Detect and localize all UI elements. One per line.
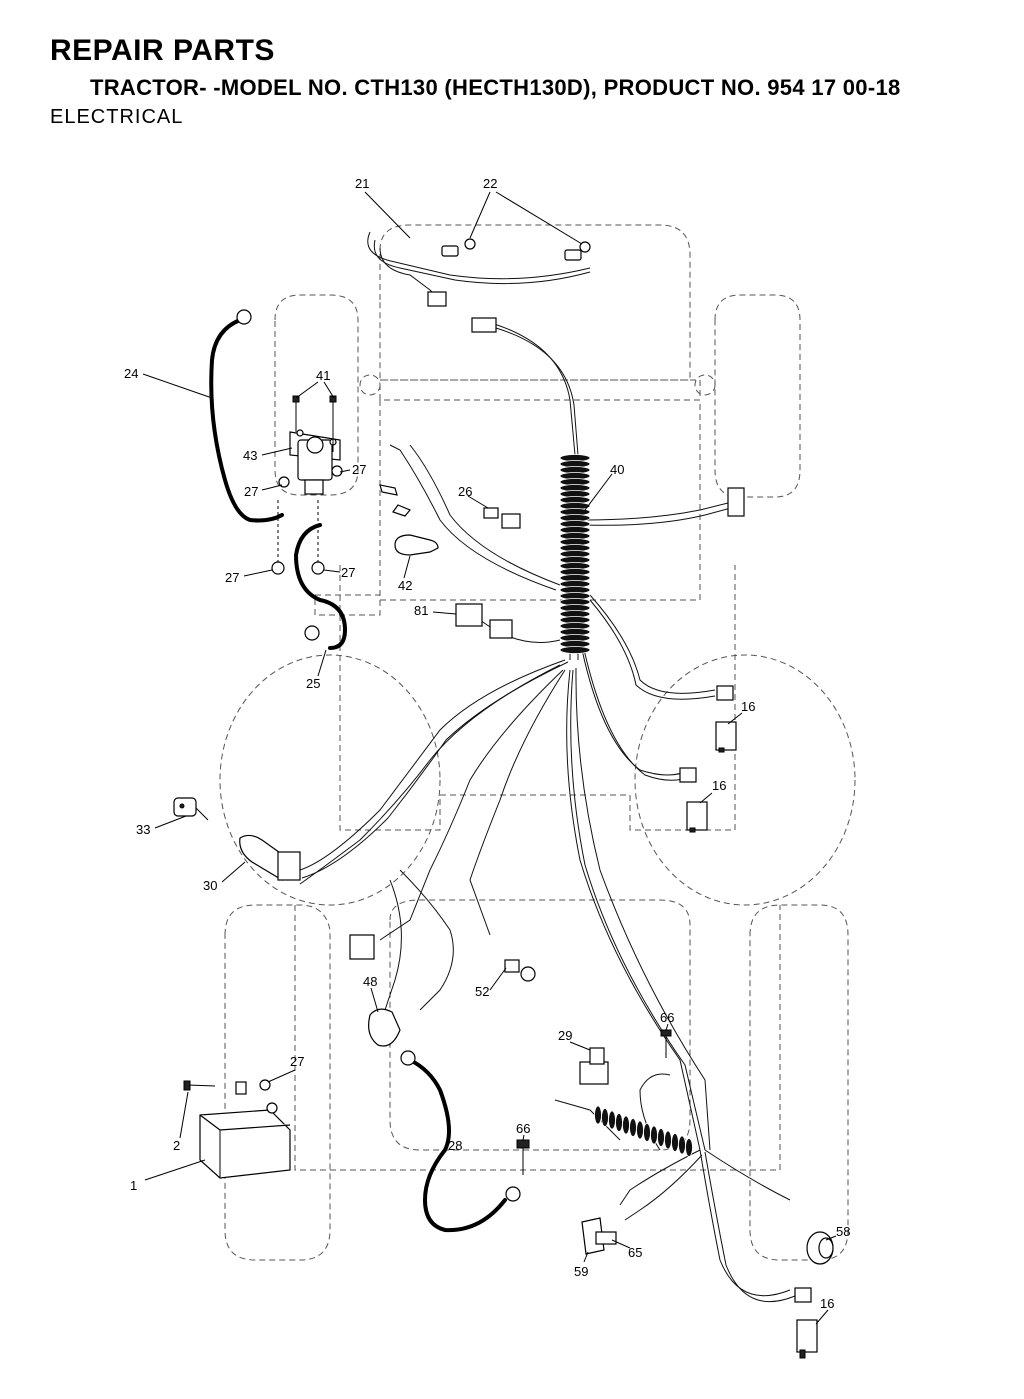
callout-27: 27 bbox=[341, 565, 355, 580]
battery-bolt[interactable] bbox=[183, 1080, 216, 1091]
callout-21: 21 bbox=[355, 176, 369, 191]
headlight-sockets[interactable] bbox=[441, 238, 591, 261]
callout-22: 22 bbox=[483, 176, 497, 191]
interlock-switch-1[interactable] bbox=[715, 685, 737, 753]
callout-65: 65 bbox=[628, 1245, 642, 1260]
main-harness[interactable] bbox=[299, 231, 796, 1303]
ignition-switch[interactable] bbox=[239, 834, 301, 881]
convoluted-wrap[interactable] bbox=[559, 454, 693, 1157]
battery-cable-25[interactable] bbox=[293, 523, 348, 650]
callout-16: 16 bbox=[820, 1296, 834, 1311]
callout-42: 42 bbox=[398, 578, 412, 593]
callout-81: 81 bbox=[414, 603, 428, 618]
ring-terminal bbox=[236, 309, 252, 325]
page-title: REPAIR PARTS bbox=[50, 34, 275, 67]
interlock-switch-2[interactable] bbox=[679, 767, 708, 833]
brake-switch[interactable] bbox=[581, 1217, 617, 1255]
battery[interactable] bbox=[199, 1081, 291, 1179]
diode[interactable] bbox=[379, 484, 439, 556]
callout-27: 27 bbox=[290, 1054, 304, 1069]
section-label: ELECTRICAL bbox=[50, 106, 184, 128]
callout-16: 16 bbox=[712, 778, 726, 793]
wrap-ring bbox=[671, 1133, 679, 1152]
callout-27: 27 bbox=[244, 484, 258, 499]
wrap-ring bbox=[601, 1108, 609, 1127]
wrap-ring bbox=[629, 1118, 637, 1137]
battery-cable-24[interactable] bbox=[209, 318, 284, 523]
ring-terminal bbox=[400, 1050, 416, 1066]
callout-33: 33 bbox=[136, 822, 150, 837]
callout-52: 52 bbox=[475, 984, 489, 999]
wrap-ring bbox=[643, 1123, 651, 1142]
wrap-ring bbox=[678, 1135, 686, 1155]
wrap-ring bbox=[594, 1105, 602, 1125]
ring-terminal bbox=[505, 1186, 521, 1202]
callout-40: 40 bbox=[610, 462, 624, 477]
callout-27: 27 bbox=[225, 570, 239, 585]
callout-43: 43 bbox=[243, 448, 257, 463]
callout-16: 16 bbox=[741, 699, 755, 714]
bulb-socket[interactable] bbox=[504, 959, 536, 982]
ignition-key[interactable] bbox=[173, 797, 209, 821]
wrap-ring bbox=[636, 1120, 644, 1140]
fuse-holder-58[interactable] bbox=[806, 1231, 834, 1265]
callout-26: 26 bbox=[458, 484, 472, 499]
starter-solenoid[interactable] bbox=[289, 429, 341, 495]
solenoid-bolts[interactable] bbox=[292, 395, 337, 452]
model-subtitle: TRACTOR- -MODEL NO. CTH130 (HECTH130D), … bbox=[90, 75, 901, 100]
harness-connector[interactable] bbox=[427, 291, 497, 333]
callout-29: 29 bbox=[558, 1028, 572, 1043]
leader-lines bbox=[142, 191, 837, 1325]
callout-48: 48 bbox=[363, 974, 377, 989]
callout-59: 59 bbox=[574, 1264, 588, 1279]
wrap-ring bbox=[622, 1115, 630, 1135]
wrap-ring bbox=[685, 1138, 693, 1157]
wrap-ring bbox=[608, 1110, 616, 1130]
callout-58: 58 bbox=[836, 1224, 850, 1239]
wrap-ring bbox=[615, 1113, 623, 1132]
wrap-ring bbox=[559, 646, 591, 654]
ring-terminal bbox=[304, 625, 320, 641]
callout-24: 24 bbox=[124, 366, 138, 381]
seat-connector[interactable] bbox=[727, 487, 745, 517]
ground-cable-28[interactable] bbox=[408, 1058, 507, 1233]
callout-66: 66 bbox=[660, 1010, 674, 1025]
callout-30: 30 bbox=[203, 878, 217, 893]
relay[interactable] bbox=[455, 603, 513, 639]
wrap-ring bbox=[650, 1125, 658, 1145]
tractor-outline bbox=[219, 224, 856, 1261]
plug-connector[interactable] bbox=[349, 934, 401, 1047]
callout-28: 28 bbox=[448, 1138, 462, 1153]
callout-66: 66 bbox=[516, 1121, 530, 1136]
interlock-switch-3[interactable] bbox=[794, 1287, 818, 1359]
wrap-ring bbox=[657, 1128, 665, 1147]
callout-labels: 21 22 24 41 43 27 27 27 27 27 40 26 42 8… bbox=[124, 176, 850, 1311]
hex-nuts bbox=[259, 465, 343, 1091]
callout-25: 25 bbox=[306, 676, 320, 691]
pto-switch[interactable] bbox=[579, 1047, 609, 1085]
callout-2: 2 bbox=[173, 1138, 180, 1153]
callout-27: 27 bbox=[352, 462, 366, 477]
fuse-holder[interactable] bbox=[483, 507, 521, 529]
callout-41: 41 bbox=[316, 368, 330, 383]
callout-1: 1 bbox=[130, 1178, 137, 1193]
wrap-ring bbox=[664, 1130, 672, 1150]
